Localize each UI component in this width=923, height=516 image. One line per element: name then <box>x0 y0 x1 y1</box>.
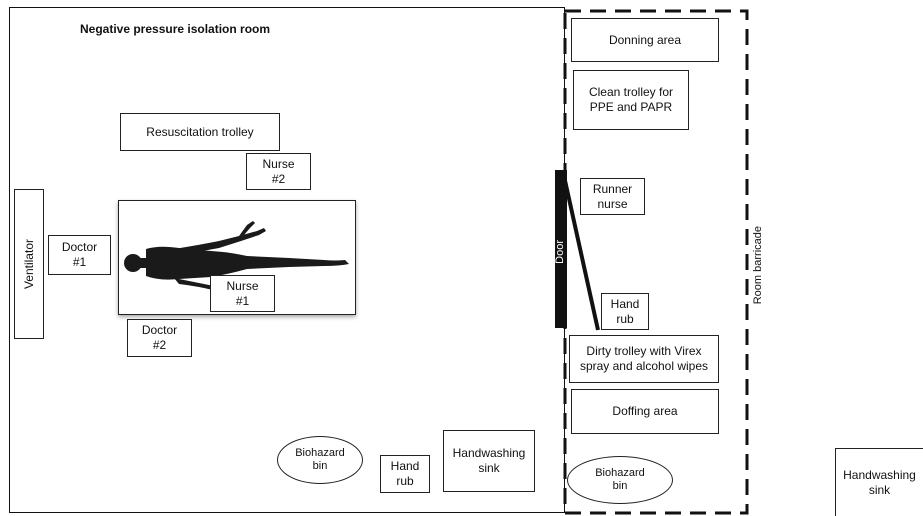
doctor-2: Doctor #2 <box>127 319 192 357</box>
nurse-2: Nurse #2 <box>246 153 311 190</box>
hand-rub: Hand rub <box>380 455 430 493</box>
biohazard-bin-anteroom: Biohazard bin <box>567 456 673 504</box>
clean-trolley: Clean trolley for PPE and PAPR <box>573 70 689 130</box>
ventilator-label: Ventilator <box>21 238 36 290</box>
dirty-trolley: Dirty trolley with Virex spray and alcoh… <box>569 335 719 383</box>
handwashing-sink: Handwashing sink <box>443 430 535 492</box>
ventilator: Ventilator <box>14 189 44 339</box>
handwashing-sink-outside: Handwashing sink <box>835 448 923 516</box>
door-swing-line <box>562 175 600 331</box>
door-label: Door <box>554 240 566 264</box>
room-barricade-label: Room barricade <box>752 225 764 305</box>
nurse-1: Nurse #1 <box>210 275 275 312</box>
doffing-area: Doffing area <box>571 389 719 434</box>
room-title: Negative pressure isolation room <box>80 22 271 36</box>
door <box>555 170 567 328</box>
doctor-1: Doctor #1 <box>48 235 111 275</box>
runner-nurse: Runner nurse <box>580 178 645 215</box>
donning-area: Donning area <box>571 18 719 62</box>
biohazard-bin: Biohazard bin <box>277 436 363 484</box>
hand-rub-anteroom: Hand rub <box>601 293 649 330</box>
resuscitation-trolley: Resuscitation trolley <box>120 113 280 151</box>
